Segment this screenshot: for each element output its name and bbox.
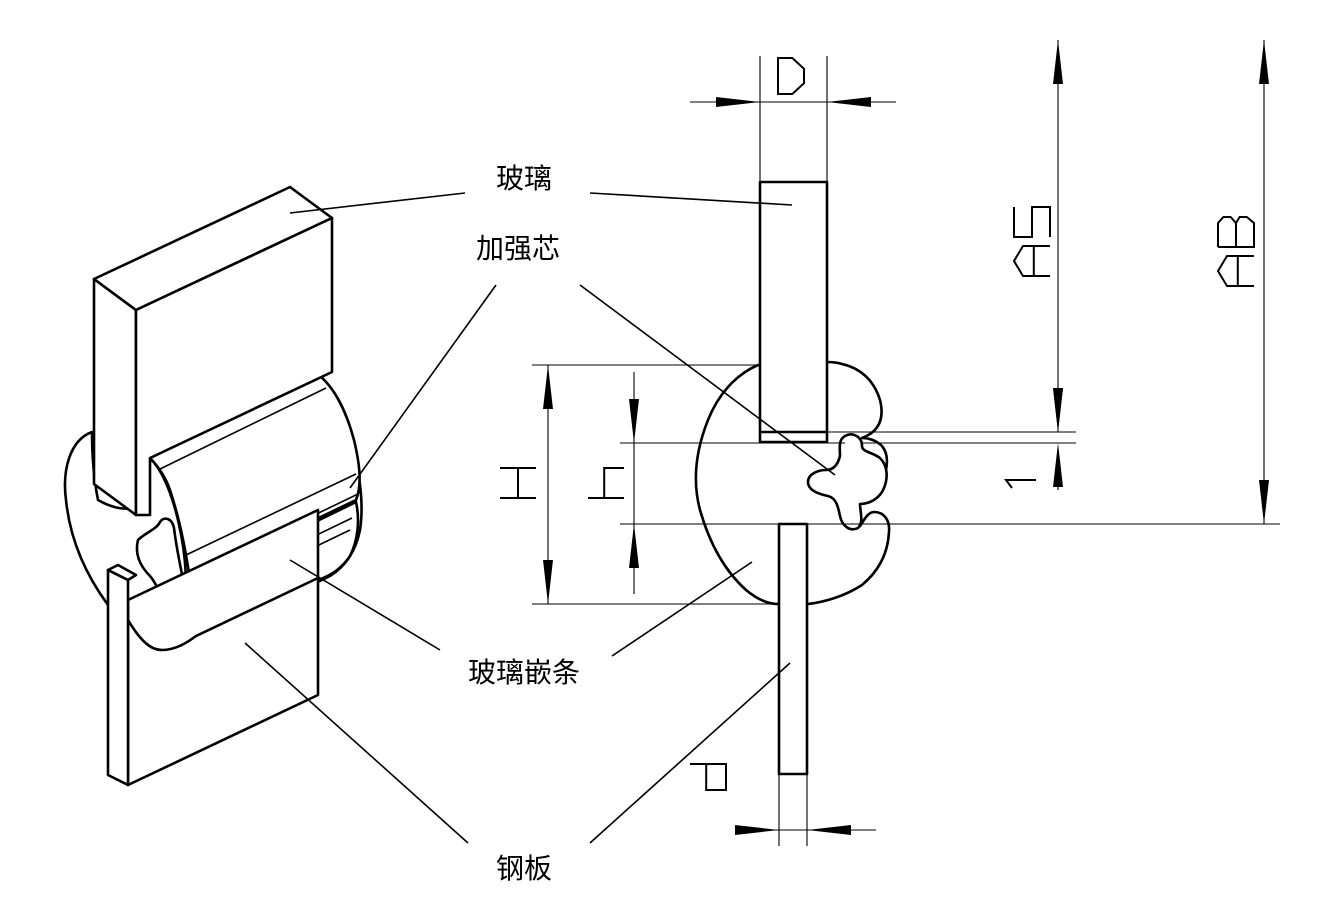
label-glass: 玻璃 [496,162,552,195]
dim-label-AS [1012,206,1051,277]
dim-label-H [500,467,536,499]
dim-label-d [690,763,727,791]
label-strip: 玻璃嵌条 [468,656,580,689]
dimension-lines [500,40,1280,846]
isometric-view [63,185,363,787]
iso-glass-side [134,216,334,517]
leader-lines [244,192,836,844]
iso-lobe-line-1 [157,387,327,471]
labels: 玻璃 加强芯 玻璃嵌条 钢板 [468,162,580,885]
section-glass [758,180,829,444]
iso-gasket-lower-edge [126,576,319,652]
iso-steel-top [106,563,138,582]
section-steel [777,522,809,776]
dimension-letters [500,57,1255,791]
iso-steel-front [106,568,130,787]
section-view [694,180,891,776]
dim-label-AB [1216,216,1255,287]
dim-label-one [1004,479,1036,489]
iso-lobe-line-2 [185,473,357,556]
label-core: 加强芯 [476,232,560,265]
dim-label-D [777,57,805,95]
label-steel: 钢板 [496,852,552,885]
dim-label-h [588,467,624,499]
iso-glass-front [92,277,138,517]
